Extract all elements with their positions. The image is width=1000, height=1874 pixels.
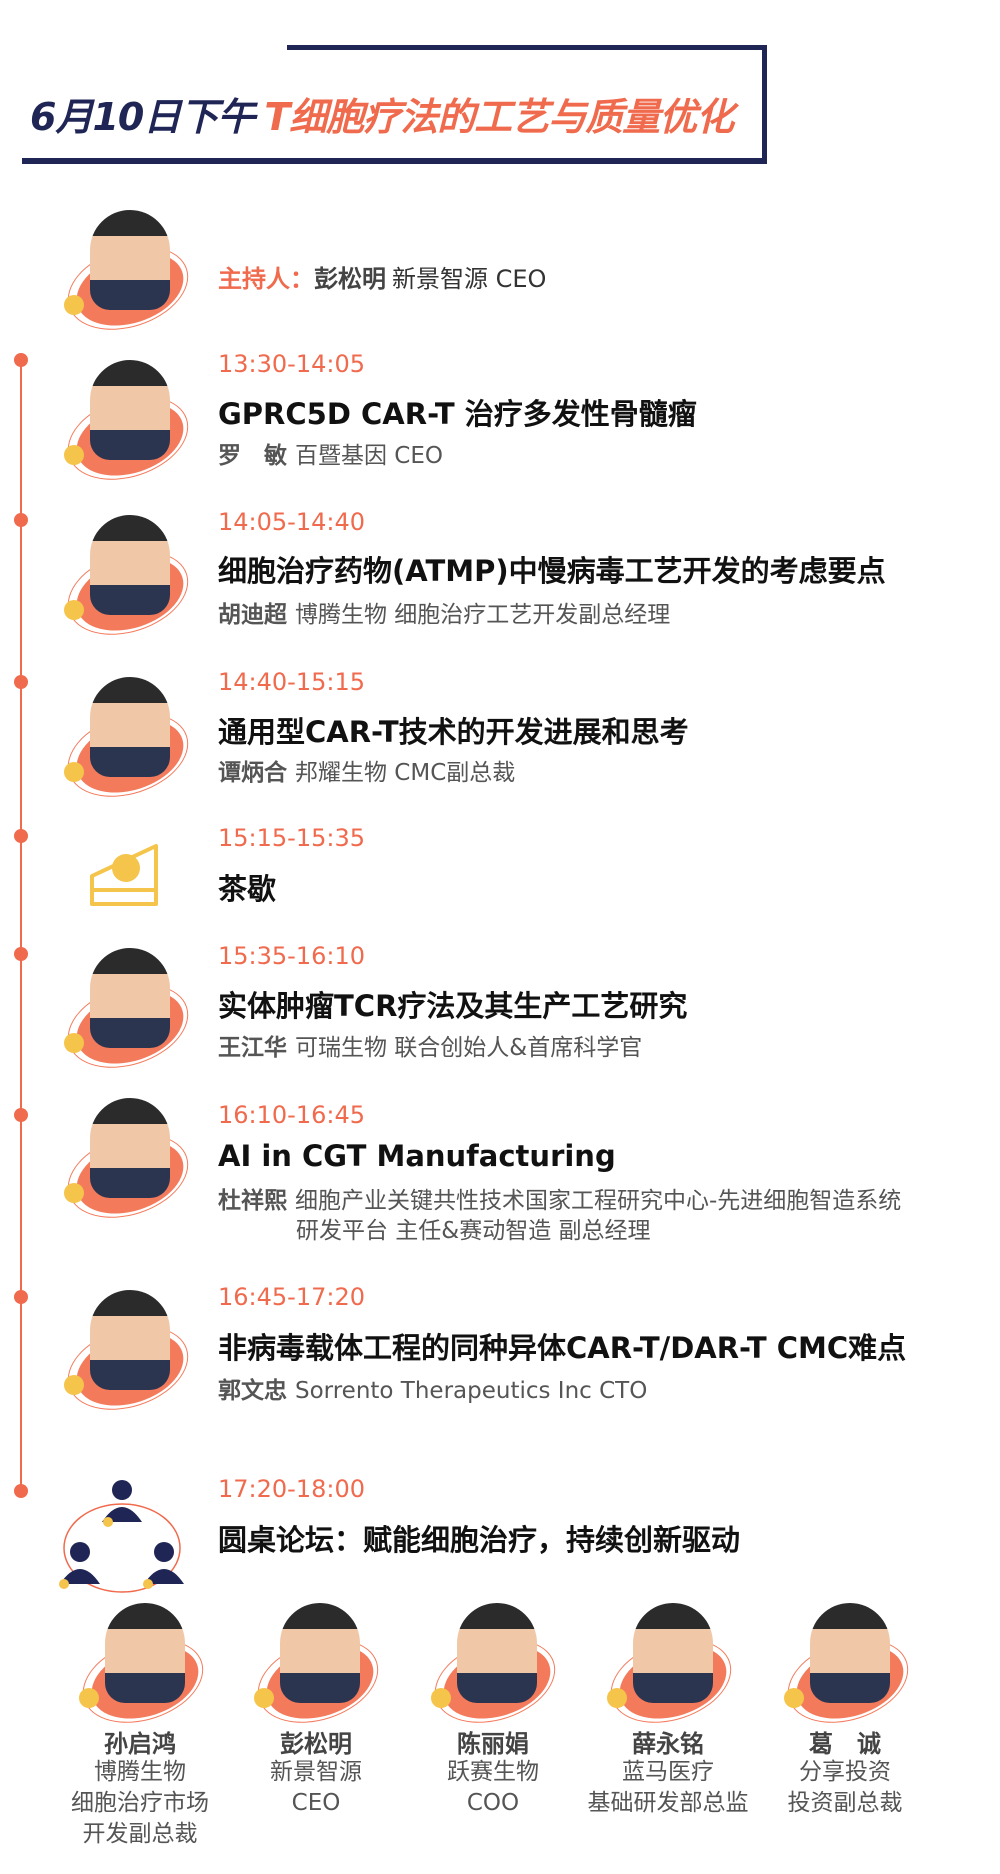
timeline-dot: [14, 513, 28, 527]
panelist-name: 彭松明: [280, 1730, 352, 1758]
panelist-avatar: [423, 1598, 567, 1738]
panelist-info-line: CEO: [291, 1790, 341, 1816]
session-time: 13:30-14:05: [218, 350, 365, 378]
timeline-dot: [14, 675, 28, 689]
panelist-info: 博腾生物 细胞治疗市场 开发副总裁: [40, 1757, 240, 1850]
speaker-avatar: [56, 510, 200, 650]
panelist-info-line: 细胞治疗市场: [71, 1790, 209, 1816]
speaker-name: 王江华: [218, 1035, 287, 1061]
speaker-avatar: [56, 355, 200, 495]
session-speaker: 胡迪超博腾生物 细胞治疗工艺开发副总经理: [218, 600, 670, 630]
panelist-avatar: [71, 1598, 215, 1738]
speaker-affiliation: 百暨基因 CEO: [295, 443, 444, 469]
host-org: 新景智源 CEO: [392, 265, 547, 293]
panelist-info-line: COO: [466, 1790, 520, 1816]
timeline-dot: [14, 829, 28, 843]
speaker-name: 郭文忠: [218, 1378, 287, 1404]
session-time: 16:45-17:20: [218, 1283, 365, 1311]
header-date: 6月10日下午: [30, 95, 255, 139]
speaker-name: 胡迪超: [218, 602, 287, 628]
timeline-dot: [14, 947, 28, 961]
speaker-name: 谭炳合: [218, 760, 287, 786]
session-time: 14:40-15:15: [218, 668, 365, 696]
panelist-info: 新景智源 CEO: [216, 1757, 416, 1819]
tea-cake-icon: [90, 844, 158, 906]
speaker-affiliation: 可瑞生物 联合创始人&首席科学官: [295, 1035, 643, 1061]
header-underline: [22, 158, 767, 164]
panelist-info-line: 新景智源: [270, 1759, 362, 1785]
session-speaker: 谭炳合邦耀生物 CMC副总裁: [218, 758, 515, 788]
speaker-avatar: [56, 1285, 200, 1425]
session-title: AI in CGT Manufacturing: [218, 1139, 616, 1173]
timeline-dot: [14, 1290, 28, 1304]
host-label: 主持人：: [218, 265, 314, 293]
speaker-avatar: [56, 1093, 200, 1233]
session-time: 16:10-16:45: [218, 1101, 365, 1129]
panelist-info-line: 开发副总裁: [82, 1821, 198, 1847]
timeline-dot: [14, 1484, 28, 1498]
panelist-info-line: 基础研发部总监: [587, 1790, 749, 1816]
speaker-affiliation: 细胞产业关键共性技术国家工程研究中心-先进细胞智造系统: [295, 1188, 902, 1214]
panelist-info: 跃赛生物 COO: [393, 1757, 593, 1819]
panelist-name: 孙启鸿: [104, 1730, 176, 1758]
timeline-dot: [14, 353, 28, 367]
panelist-info-line: 投资副总裁: [787, 1790, 903, 1816]
roundtable-people-icon: [59, 1480, 184, 1593]
session-title: 通用型CAR-T技术的开发进展和思考: [218, 715, 689, 749]
header-topic: T细胞疗法的工艺与质量优化: [264, 95, 734, 139]
panelist-avatar: [776, 1598, 920, 1738]
panelist-info-line: 分享投资: [799, 1759, 891, 1785]
session-title: 圆桌论坛：赋能细胞治疗，持续创新驱动: [218, 1523, 741, 1557]
host-avatar: [56, 205, 200, 345]
session-title: GPRC5D CAR-T 治疗多发性骨髓瘤: [218, 397, 697, 431]
session-time: 17:20-18:00: [218, 1475, 365, 1503]
speaker-name: 罗 敏: [218, 443, 287, 469]
session-title: 非病毒载体工程的同种异体CAR-T/DAR-T CMC难点: [218, 1331, 907, 1365]
session-title: 细胞治疗药物(ATMP)中慢病毒工艺开发的考虑要点: [218, 554, 886, 588]
panelist-info: 蓝马医疗 基础研发部总监: [568, 1757, 768, 1819]
session-speaker: 郭文忠 Sorrento Therapeutics Inc CTO: [218, 1376, 647, 1406]
panelist-info-line: 跃赛生物: [447, 1759, 539, 1785]
speaker-avatar: [56, 672, 200, 812]
panelist-avatar: [599, 1598, 743, 1738]
session-title: 茶歇: [218, 872, 277, 906]
session-speaker: 杜祥熙细胞产业关键共性技术国家工程研究中心-先进细胞智造系统: [218, 1186, 901, 1216]
speaker-avatar: [56, 943, 200, 1083]
panelist-name: 薛永铭: [632, 1730, 704, 1758]
session-speaker: 罗 敏百暨基因 CEO: [218, 441, 443, 471]
session-time: 14:05-14:40: [218, 508, 365, 536]
panelist-info: 分享投资 投资副总裁: [745, 1757, 945, 1819]
speaker-affiliation: 博腾生物 细胞治疗工艺开发副总经理: [295, 602, 671, 628]
timeline-line: [20, 360, 22, 1486]
session-speaker: 王江华可瑞生物 联合创始人&首席科学官: [218, 1033, 642, 1063]
speaker-affiliation: Sorrento Therapeutics Inc CTO: [295, 1378, 648, 1404]
panelist-info-line: 蓝马医疗: [622, 1759, 714, 1785]
speaker-name: 杜祥熙: [218, 1188, 287, 1214]
panelist-avatar: [246, 1598, 390, 1738]
host-line: 主持人：彭松明新景智源 CEO: [218, 264, 546, 294]
session-time: 15:15-15:35: [218, 824, 365, 852]
panelist-name: 葛 诚: [809, 1730, 881, 1758]
session-time: 15:35-16:10: [218, 942, 365, 970]
session-title: 实体肿瘤TCR疗法及其生产工艺研究: [218, 989, 688, 1023]
panelist-info-line: 博腾生物: [94, 1759, 186, 1785]
speaker-affiliation-line2: 研发平台 主任&赛动智造 副总经理: [296, 1218, 651, 1244]
host-name: 彭松明: [314, 265, 386, 293]
speaker-affiliation: 邦耀生物 CMC副总裁: [295, 760, 516, 786]
timeline-dot: [14, 1108, 28, 1122]
panelist-name: 陈丽娟: [457, 1730, 529, 1758]
